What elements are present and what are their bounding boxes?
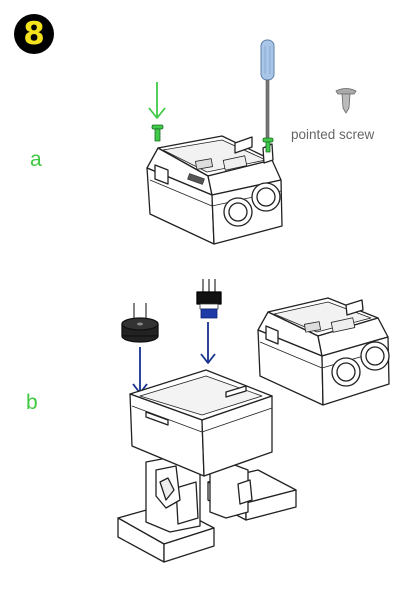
electronics-box-a: [146, 135, 283, 245]
green-insert-arrow: [148, 82, 166, 119]
part-label-a: a: [30, 148, 42, 171]
electronics-box-b: [257, 297, 390, 406]
part-label-b: b: [26, 391, 38, 414]
connector-plug: [196, 279, 222, 319]
green-screw-left: [151, 124, 164, 142]
step-number: 8: [23, 16, 45, 52]
blue-arrow-connector: [200, 322, 216, 364]
step-number-badge: 8: [14, 14, 54, 54]
pointed-screw-caption: pointed screw: [291, 127, 375, 142]
pointed-screw-icon: [335, 88, 357, 114]
screwdriver: [260, 39, 275, 153]
robot-body: [117, 369, 297, 563]
blue-arrow-buzzer: [132, 347, 148, 394]
buzzer: [121, 303, 159, 343]
